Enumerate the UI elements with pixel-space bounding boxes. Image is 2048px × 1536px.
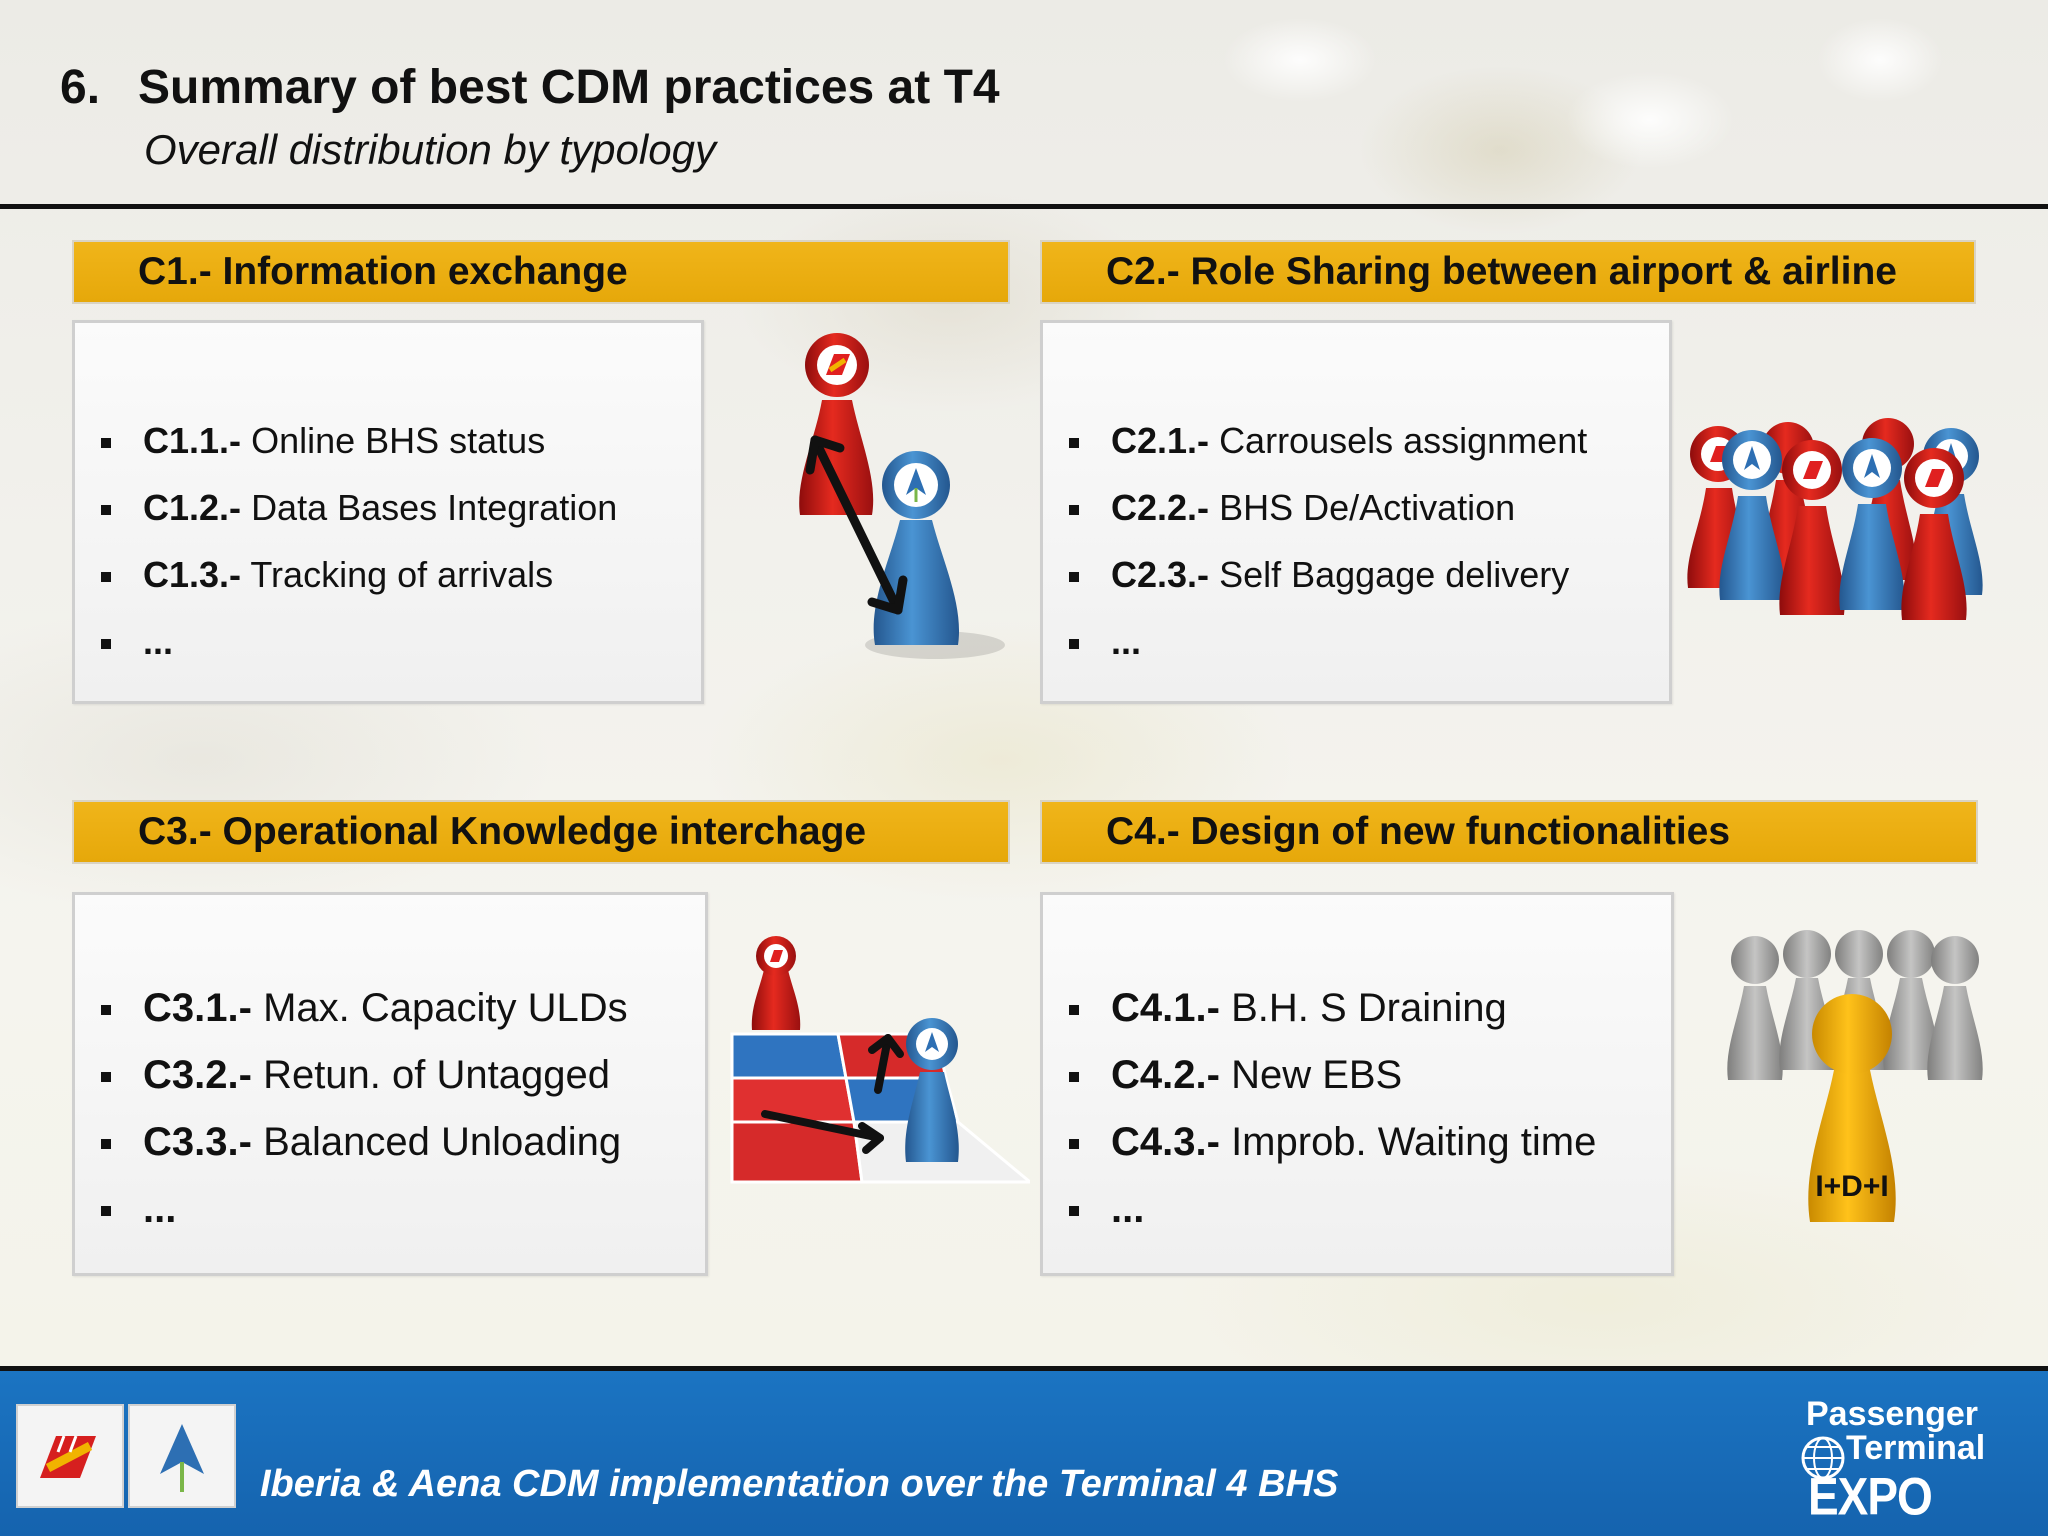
list-item: C4.2.- New EBS xyxy=(1069,1050,1596,1117)
double-arrow-icon xyxy=(805,435,908,615)
red-pawn-icon xyxy=(1779,440,1845,615)
list-item: C4.1.- B.H. S Draining xyxy=(1069,983,1596,1050)
blue-pawn-icon xyxy=(1839,438,1905,610)
list-item: C3.3.- Balanced Unloading xyxy=(101,1117,628,1184)
slide-subtitle: Overall distribution by typology xyxy=(144,126,716,173)
list-item: ... xyxy=(101,1184,628,1251)
innovation-pawn-figure: I+D+I xyxy=(1727,930,1983,1222)
pawns-crowd-figure xyxy=(1687,418,1983,620)
red-pawn-icon xyxy=(799,333,874,515)
list-item: C1.1.- Online BHS status xyxy=(101,416,617,483)
category-header-c3: C3.- Operational Knowledge interchage xyxy=(72,800,1010,864)
expo-line-3: EXPO 2010 xyxy=(1808,1466,1933,1536)
pawns-exchange-figure xyxy=(799,333,1005,659)
footer-bar: Iberia & Aena CDM implementation over th… xyxy=(0,1371,2048,1536)
list-item: C1.3.- Tracking of arrivals xyxy=(101,550,617,617)
header-divider xyxy=(0,204,2048,209)
iberia-logo xyxy=(16,1404,124,1508)
category-header-c2: C2.- Role Sharing between airport & airl… xyxy=(1040,240,1976,304)
gold-pawn-icon xyxy=(1808,994,1896,1222)
slide-title: Summary of best CDM practices at T4 xyxy=(138,61,1000,114)
list-item: C3.2.- Retun. of Untagged xyxy=(101,1050,628,1117)
list-item: C2.2.- BHS De/Activation xyxy=(1069,483,1587,550)
list-item: C3.1.- Max. Capacity ULDs xyxy=(101,983,628,1050)
slide-header: 6. Summary of best CDM practices at T4 O… xyxy=(0,0,2048,204)
list-item: C2.3.- Self Baggage delivery xyxy=(1069,550,1587,617)
expo-line-1: Passenger xyxy=(1806,1395,1978,1433)
passenger-terminal-expo-logo: Passenger Terminal EXPO 2010 xyxy=(1800,1395,2010,1536)
c1-item-list: C1.1.- Online BHS status C1.2.- Data Bas… xyxy=(101,416,617,684)
list-item: C2.1.- Carrousels assignment xyxy=(1069,416,1587,483)
blue-pawn-icon xyxy=(905,1018,959,1162)
c3-item-list: C3.1.- Max. Capacity ULDs C3.2.- Retun. … xyxy=(101,983,628,1251)
footer-caption: Iberia & Aena CDM implementation over th… xyxy=(260,1463,1339,1505)
blue-pawn-icon xyxy=(1719,430,1785,600)
red-pawn-icon xyxy=(751,936,801,1030)
iberia-logo-icon xyxy=(40,1435,96,1478)
aena-logo xyxy=(128,1404,236,1508)
category-header-c1: C1.- Information exchange xyxy=(72,240,1010,304)
pawns-board-figure xyxy=(730,936,1030,1184)
innovation-label: I+D+I xyxy=(1815,1170,1888,1203)
c4-item-list: C4.1.- B.H. S Draining C4.2.- New EBS C4… xyxy=(1069,983,1596,1251)
globe-icon xyxy=(1801,1436,1845,1480)
category-card-c4: C4.1.- B.H. S Draining C4.2.- New EBS C4… xyxy=(1040,892,1674,1276)
list-item: ... xyxy=(101,617,617,684)
blue-pawn-icon xyxy=(873,451,960,645)
checker-board xyxy=(730,1032,1030,1184)
list-item: ... xyxy=(1069,1184,1596,1251)
category-card-c3: C3.1.- Max. Capacity ULDs C3.2.- Retun. … xyxy=(72,892,708,1276)
category-card-c2: C2.1.- Carrousels assignment C2.2.- BHS … xyxy=(1040,320,1672,704)
expo-line-2: Terminal xyxy=(1846,1429,1986,1467)
red-pawn-icon xyxy=(1901,448,1967,620)
list-item: C1.2.- Data Bases Integration xyxy=(101,483,617,550)
aena-logo-icon xyxy=(160,1424,204,1492)
list-item: ... xyxy=(1069,617,1587,684)
category-header-c4: C4.- Design of new functionalities xyxy=(1040,800,1978,864)
title-number: 6. xyxy=(60,61,101,114)
footer-divider xyxy=(0,1366,2048,1371)
arrow-icon xyxy=(761,1034,904,1154)
c2-item-list: C2.1.- Carrousels assignment C2.2.- BHS … xyxy=(1069,416,1587,684)
category-card-c1: C1.1.- Online BHS status C1.2.- Data Bas… xyxy=(72,320,704,704)
list-item: C4.3.- Improb. Waiting time xyxy=(1069,1117,1596,1184)
